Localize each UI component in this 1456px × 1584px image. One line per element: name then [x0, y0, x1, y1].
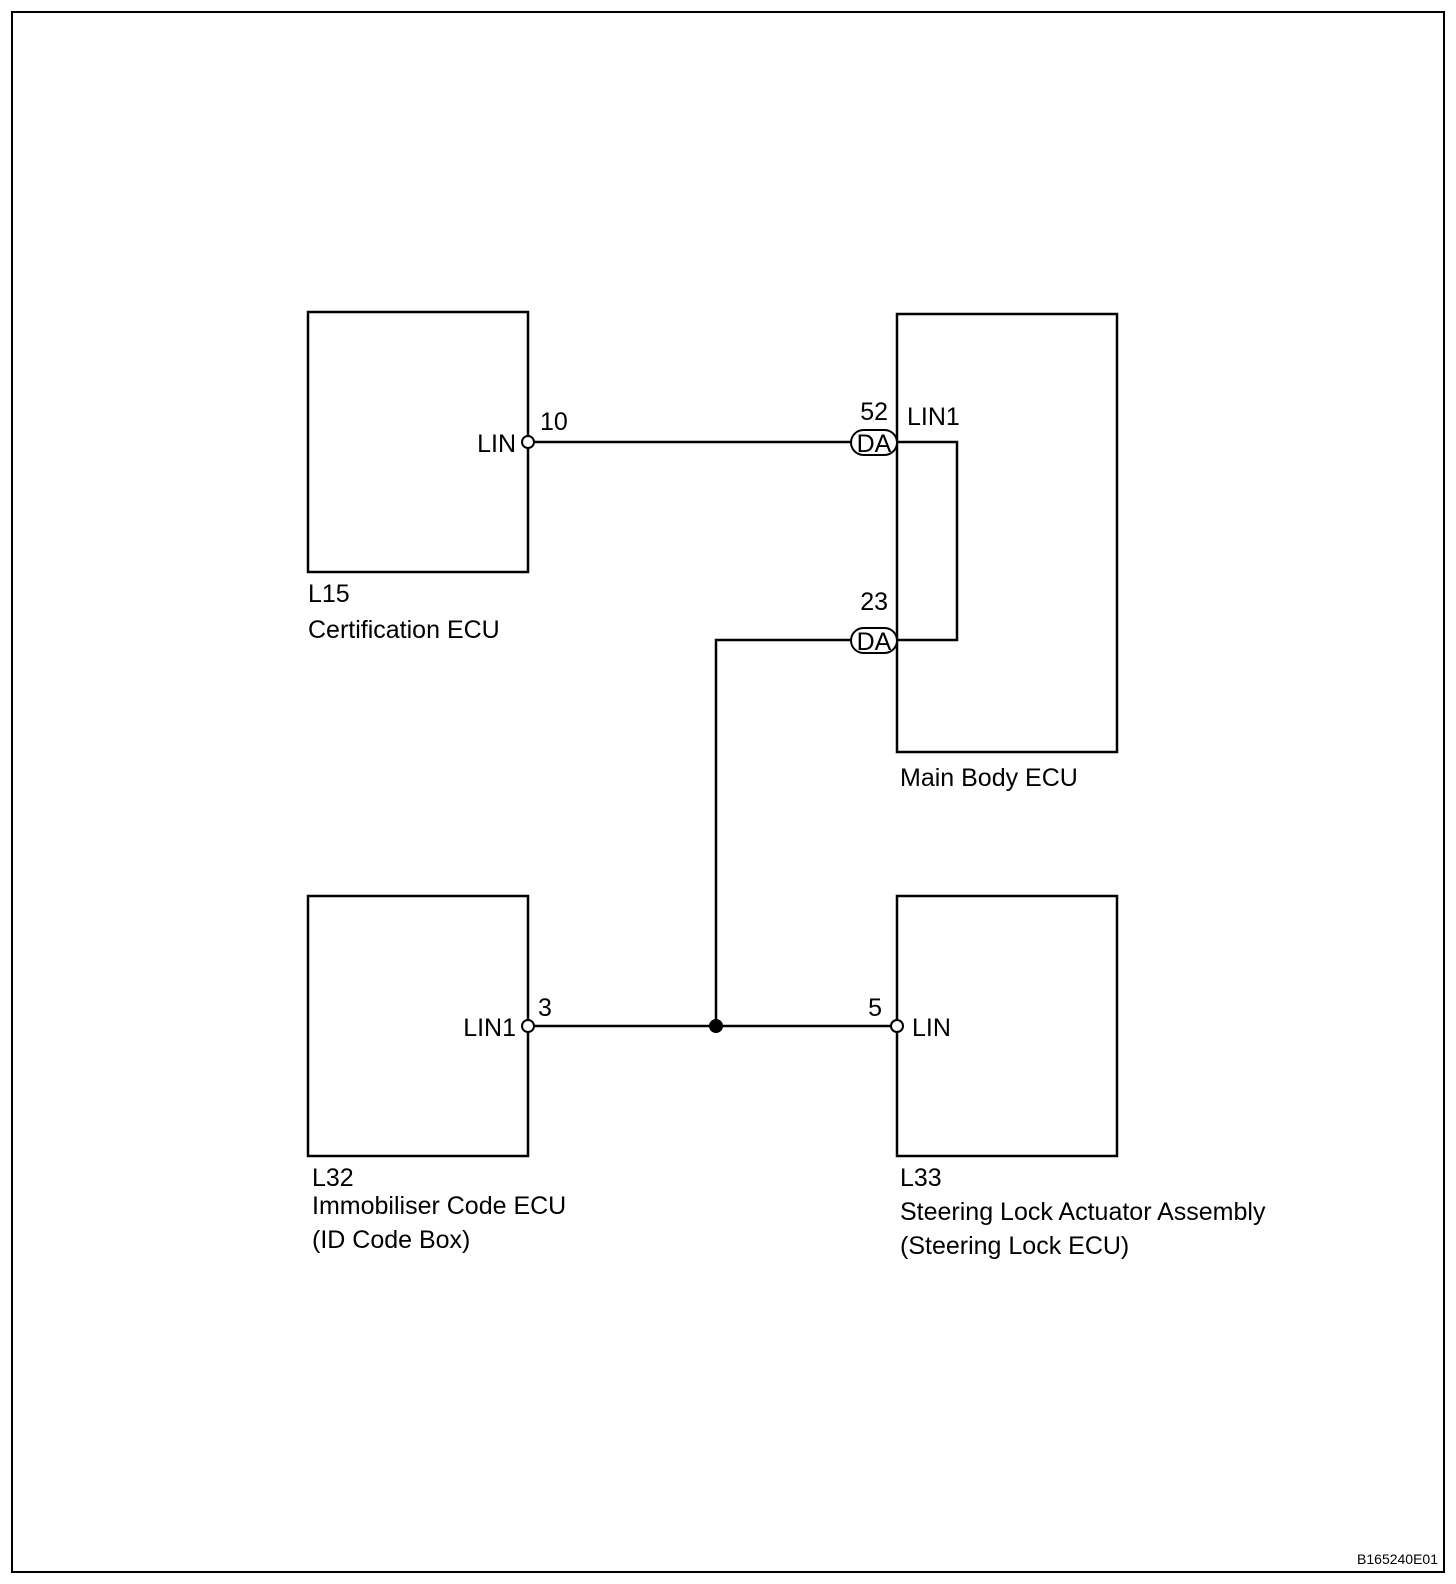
connector-da-23-pill: [850, 627, 898, 654]
certification-ecu-pin-name: LIN: [477, 430, 516, 458]
main-body-ecu-pin1-number: 52: [860, 398, 888, 426]
immobiliser-ecu-name-line1: Immobiliser Code ECU: [312, 1192, 566, 1220]
connector-da-52-pill: [850, 429, 898, 456]
connector-da-23-label: DA: [857, 628, 892, 656]
main-body-ecu-name: Main Body ECU: [900, 764, 1078, 792]
immobiliser-ecu-pin-number: 3: [538, 994, 552, 1022]
diagram-code: B165240E01: [1357, 1551, 1438, 1567]
wire-da23-to-junction: [714, 638, 851, 1026]
immobiliser-ecu-terminal: [521, 1019, 535, 1033]
immobiliser-ecu-name-line2: (ID Code Box): [312, 1226, 470, 1254]
wires: [534, 440, 959, 1028]
certification-ecu-name: Certification ECU: [308, 616, 500, 644]
certification-ecu: LIN 10 L15 Certification ECU: [306, 310, 568, 644]
connector-da-52: DA: [850, 429, 898, 458]
connector-da-23: DA: [850, 627, 898, 656]
certification-ecu-pin-number: 10: [540, 408, 568, 436]
steering-lock-ecu: LIN 5 L33 Steering Lock Actuator Assembl…: [868, 894, 1266, 1260]
certification-ecu-terminal: [521, 435, 535, 449]
splice-junction: [709, 1019, 723, 1033]
diagram-frame: [11, 11, 1445, 1573]
immobiliser-code-ecu: LIN1 3 L32 Immobiliser Code ECU (ID Code…: [306, 894, 566, 1254]
certification-ecu-ref: L15: [308, 580, 350, 608]
steering-lock-ecu-ref: L33: [900, 1164, 942, 1192]
main-body-ecu-box: [895, 312, 1119, 754]
steering-lock-ecu-name-line2: (Steering Lock ECU): [900, 1232, 1129, 1260]
connector-da-52-label: DA: [857, 430, 892, 458]
steering-lock-ecu-name-line1: Steering Lock Actuator Assembly: [900, 1198, 1266, 1226]
immobiliser-ecu-pin-name: LIN1: [463, 1014, 516, 1042]
steering-lock-ecu-pin-number: 5: [868, 994, 882, 1022]
steering-lock-ecu-terminal: [890, 1019, 904, 1033]
main-body-ecu-pin1-name: LIN1: [907, 403, 960, 431]
main-body-ecu-pin2-number: 23: [860, 588, 888, 616]
steering-lock-ecu-pin-name: LIN: [912, 1014, 951, 1042]
wire-internal-bridge: [897, 440, 959, 642]
main-body-ecu: LIN1 52 23 Main Body ECU: [860, 312, 1119, 792]
immobiliser-ecu-ref: L32: [312, 1164, 354, 1192]
